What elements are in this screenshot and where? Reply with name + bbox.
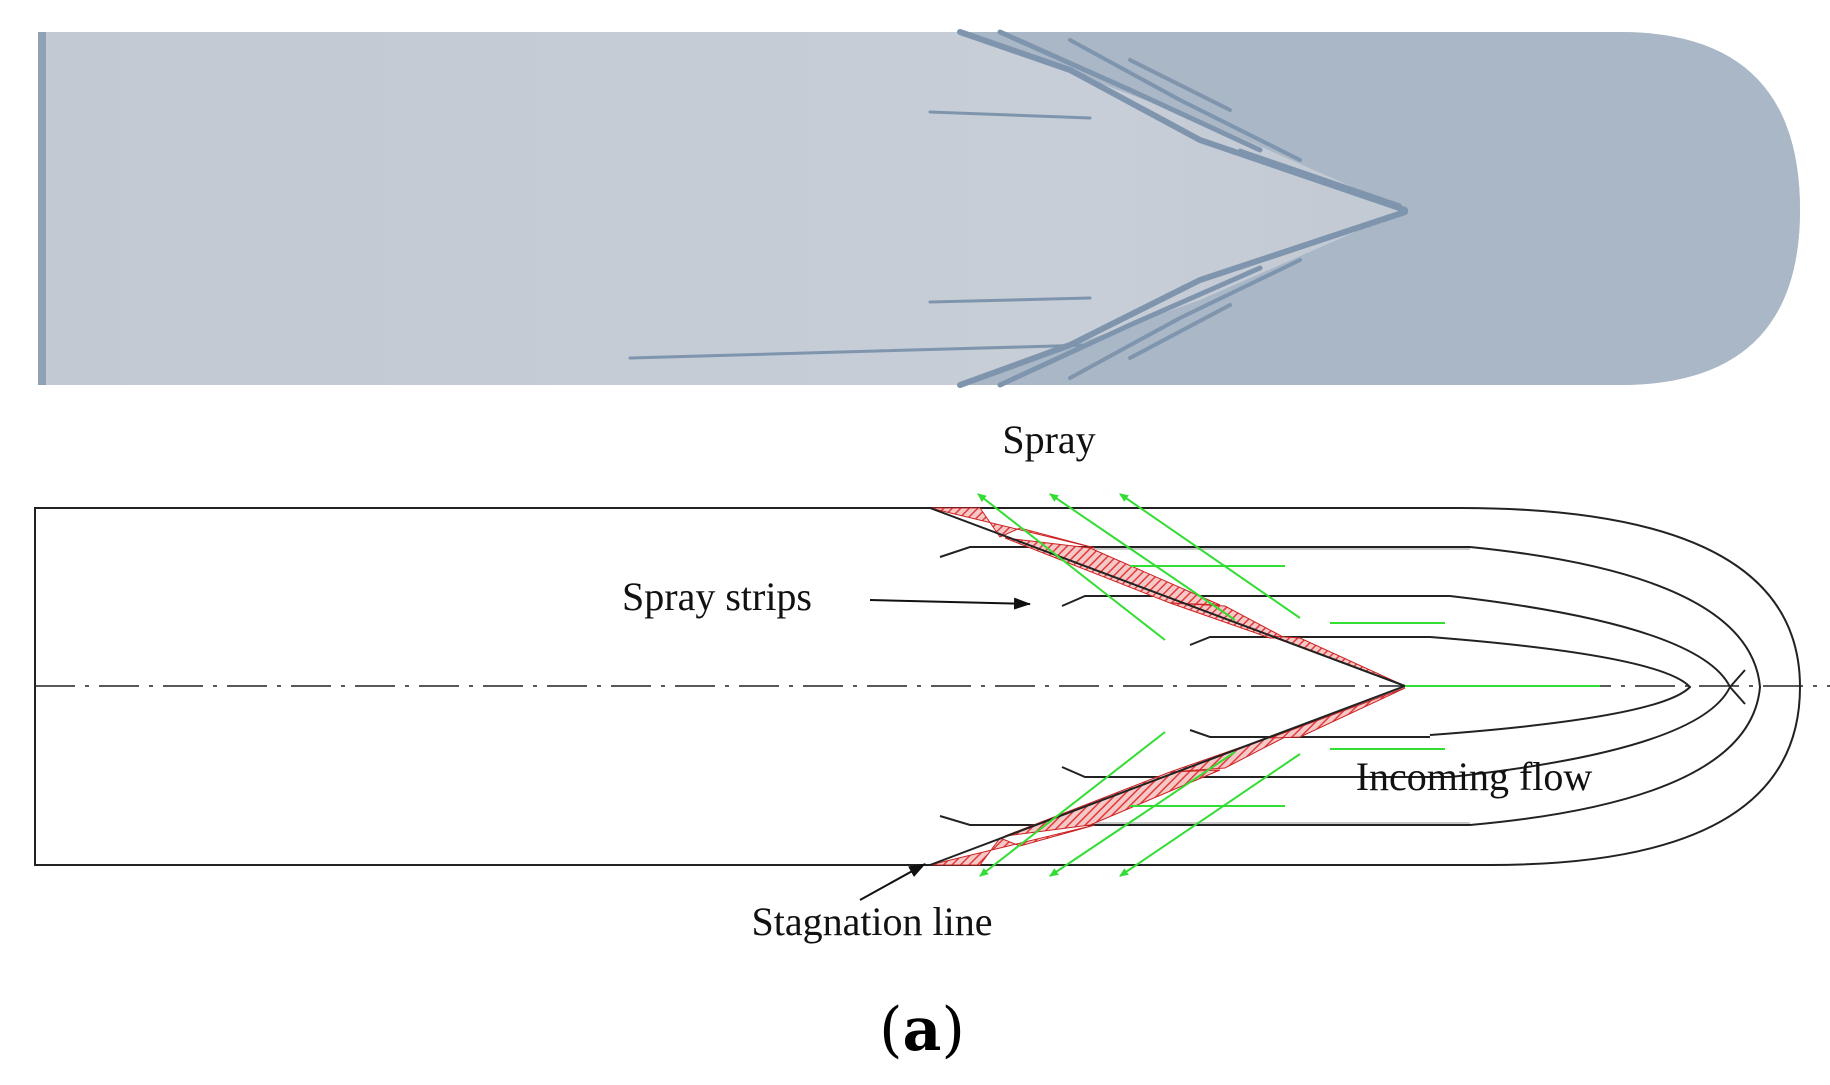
spray-streaks-upper [928,29,1408,213]
panel-label: (a) [879,995,965,1065]
spray-strips-pointer [869,597,1031,610]
spray-strips-lower [939,729,1470,826]
chine-contours [1429,546,1762,826]
spray-strips-upper [939,546,1470,646]
panel-label-close: ) [941,995,964,1065]
label-incoming-flow: Incoming flow [1356,754,1593,799]
label-stagnation-line: Stagnation line [751,899,992,944]
wetted-area [960,32,1800,385]
spray-streaks-lower [628,209,1408,388]
hull-schematic: Spray Spray strips Incoming flow Stagnat… [34,417,1830,944]
panel-label-open: ( [879,995,902,1065]
strip-edges [1040,548,1470,824]
transom-edge [38,32,46,385]
hull-outline [34,507,1802,866]
label-spray-strips: Spray strips [622,574,812,619]
label-spray: Spray [1002,417,1095,462]
stagnation-line-pointer [859,863,926,901]
panel-label-letter: a [903,995,942,1065]
spray-arrows [977,493,1301,877]
hull-render [38,29,1800,388]
